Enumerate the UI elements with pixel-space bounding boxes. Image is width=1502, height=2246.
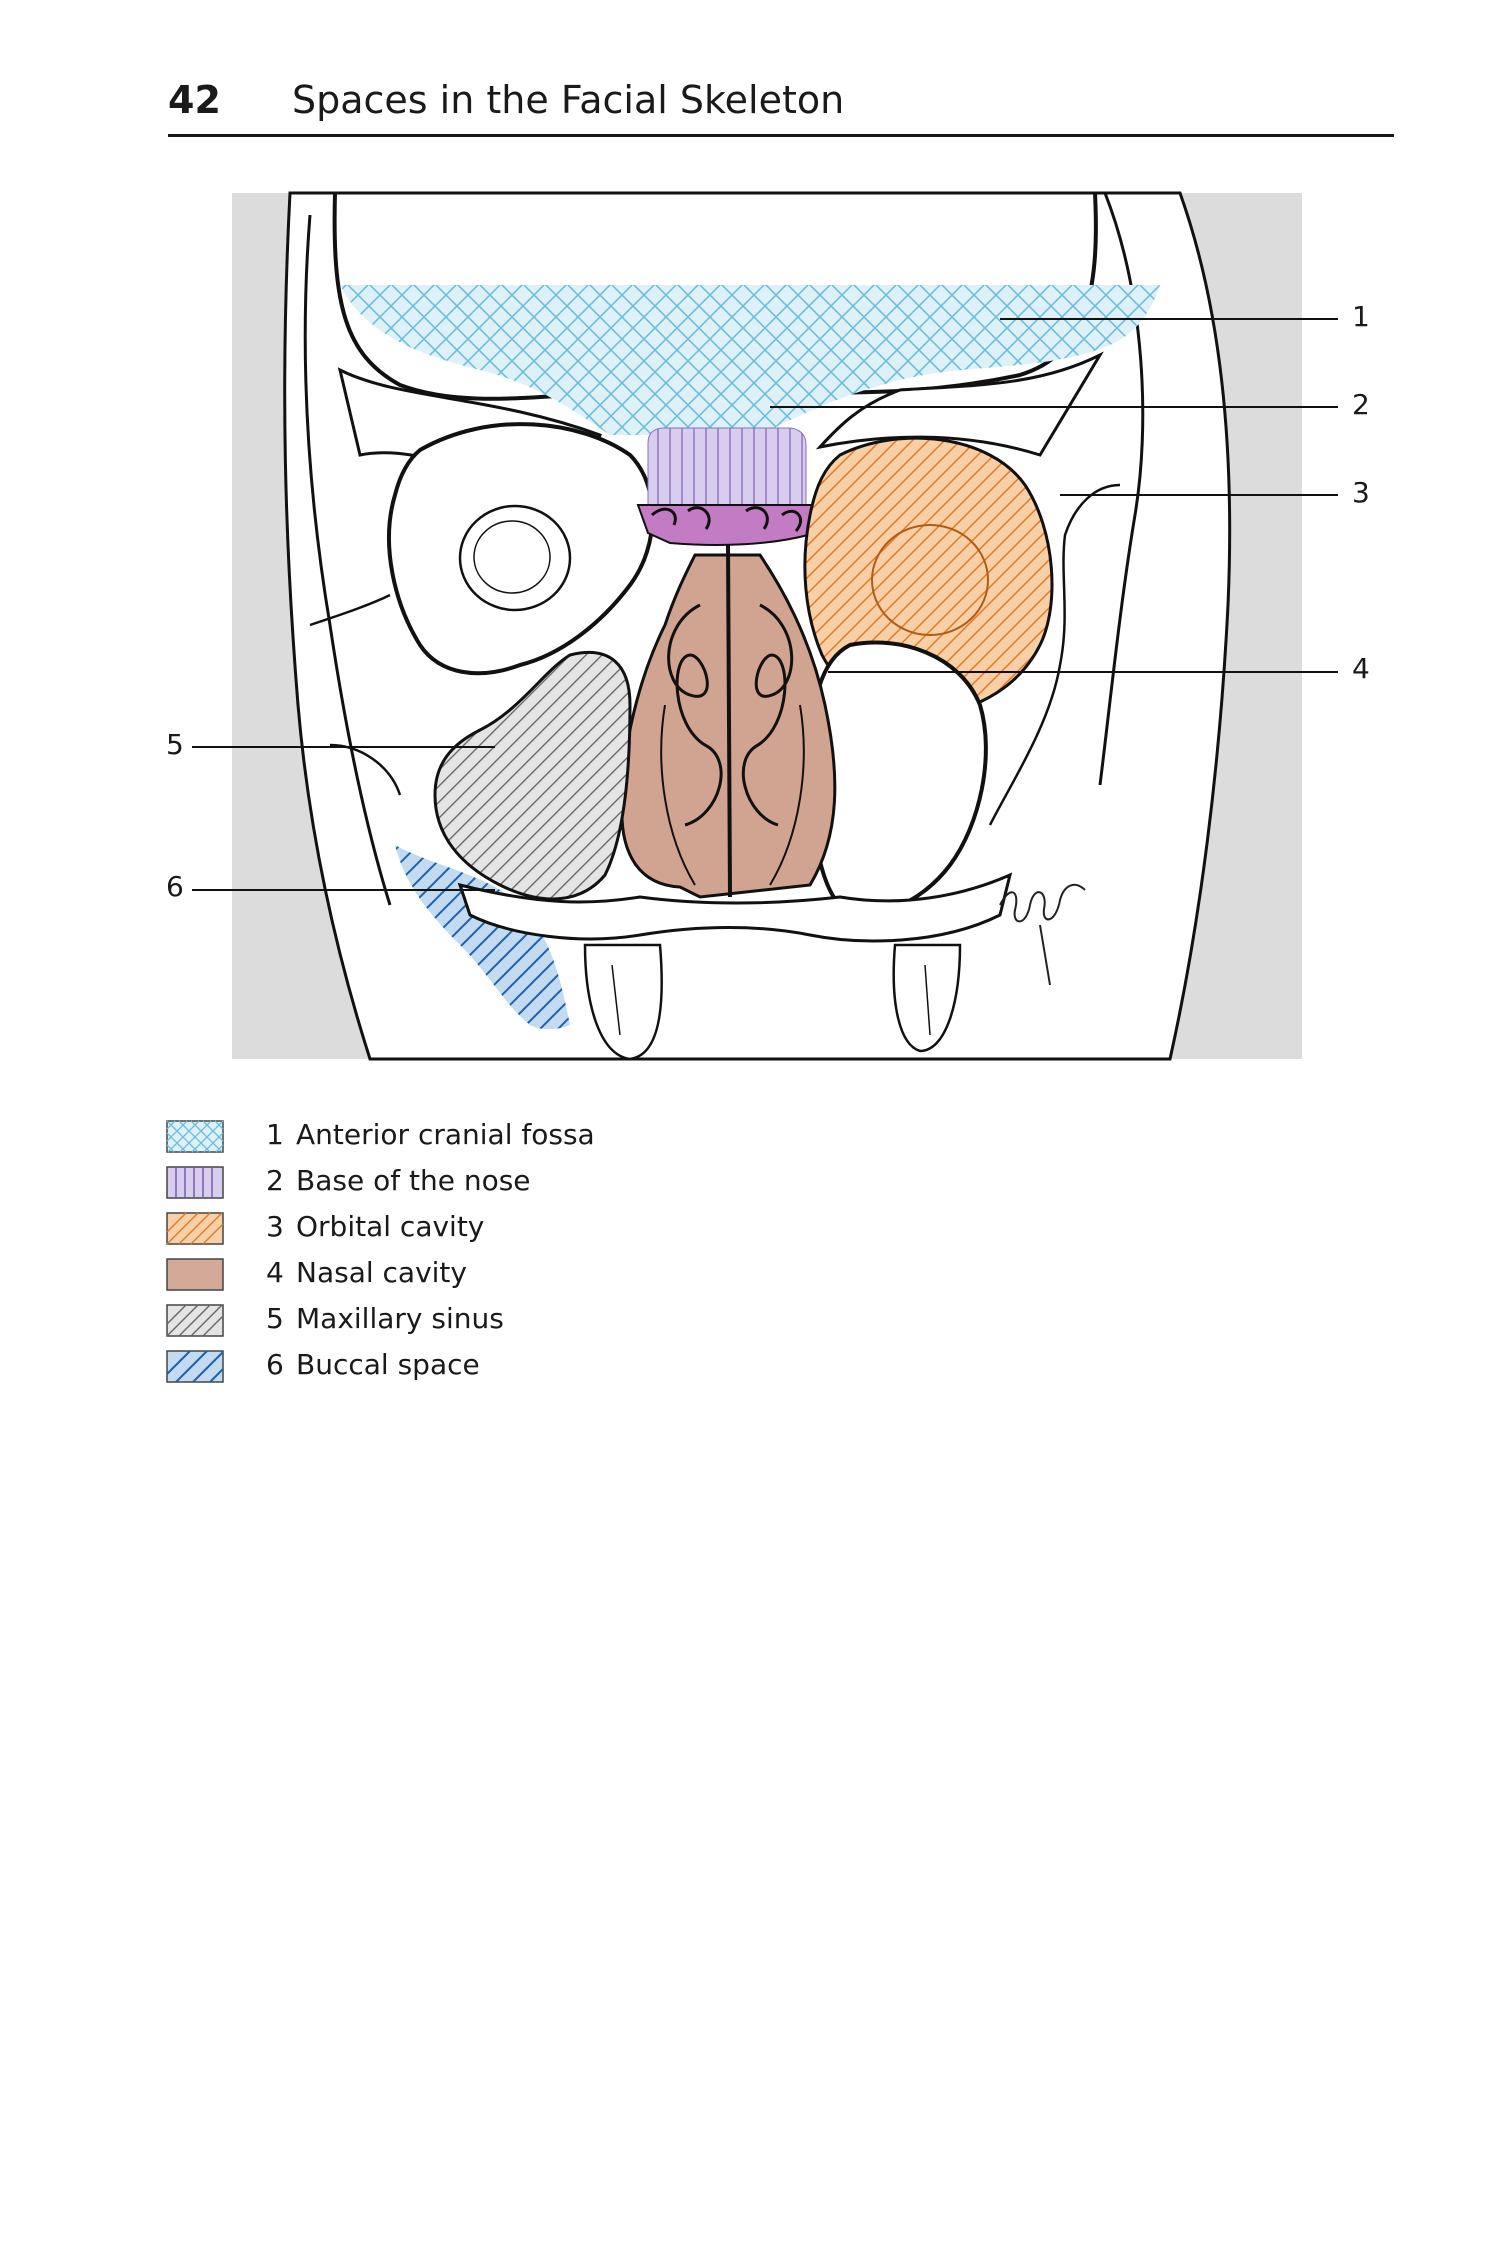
- callout-6: 6: [166, 870, 184, 903]
- legend-label: Anterior cranial fossa: [296, 1118, 595, 1151]
- header-rule: [168, 134, 1394, 137]
- legend-label: Buccal space: [296, 1348, 480, 1381]
- legend-number: 4: [266, 1256, 284, 1289]
- solid-swatch-icon: [166, 1258, 224, 1291]
- maxillary-sinus-region: [433, 650, 632, 901]
- left-cheek-contour: [309, 593, 402, 796]
- legend-item: 5 Maxillary sinus: [166, 1302, 866, 1338]
- legend-label: Nasal cavity: [296, 1256, 467, 1289]
- anterior-cranial-fossa-region: [340, 285, 1160, 435]
- nasal-septum: [726, 544, 732, 898]
- right-tooth-root: [924, 964, 931, 1036]
- left-tooth: [583, 943, 663, 1061]
- legend-label: Base of the nose: [296, 1164, 531, 1197]
- right-cheek-contour: [988, 483, 1121, 826]
- blue-hatch-swatch-icon: [166, 1350, 224, 1383]
- page-number: 42: [168, 78, 221, 122]
- crosshatch-swatch-icon: [166, 1120, 224, 1153]
- right-eyeball: [871, 524, 989, 636]
- legend-number: 3: [266, 1210, 284, 1243]
- callout-1: 1: [1352, 300, 1370, 333]
- skull-outer-left: [303, 214, 392, 906]
- legend-item: 1 Anterior cranial fossa: [166, 1118, 866, 1154]
- right-turbinate: [741, 603, 794, 827]
- facial-skeleton-figure: [192, 191, 1338, 1061]
- orange-hatch-swatch-icon: [166, 1212, 224, 1245]
- legend-item: 6 Buccal space: [166, 1348, 866, 1384]
- left-tooth-root: [611, 964, 621, 1036]
- vertical-lines-swatch-icon: [166, 1166, 224, 1199]
- artist-signature: [999, 883, 1086, 986]
- legend-number: 2: [266, 1164, 284, 1197]
- buccal-space-region: [395, 845, 570, 1030]
- legend-item: 4 Nasal cavity: [166, 1256, 866, 1292]
- left-eyeball-inner: [473, 520, 551, 594]
- left-turbinate: [667, 603, 723, 827]
- gray-hatch-swatch-icon: [166, 1304, 224, 1337]
- legend-label: Maxillary sinus: [296, 1302, 504, 1335]
- base-of-nose-region: [647, 427, 807, 508]
- callout-5: 5: [166, 728, 184, 761]
- callout-2: 2: [1352, 388, 1370, 421]
- legend-item: 3 Orbital cavity: [166, 1210, 866, 1246]
- callout-3: 3: [1352, 476, 1370, 509]
- base-of-nose-scrolls: [650, 506, 803, 532]
- legend-number: 1: [266, 1118, 284, 1151]
- bone-band-right: [815, 351, 1104, 457]
- legend-number: 5: [266, 1302, 284, 1335]
- legend-item: 2 Base of the nose: [166, 1164, 866, 1200]
- page-header: 42 Spaces in the Facial Skeleton: [168, 78, 1394, 136]
- nasal-inner-contours: [660, 704, 805, 886]
- legend-number: 6: [266, 1348, 284, 1381]
- legend-label: Orbital cavity: [296, 1210, 485, 1243]
- hard-palate: [457, 872, 1013, 943]
- page-title: Spaces in the Facial Skeleton: [292, 78, 845, 122]
- callout-4: 4: [1352, 652, 1370, 685]
